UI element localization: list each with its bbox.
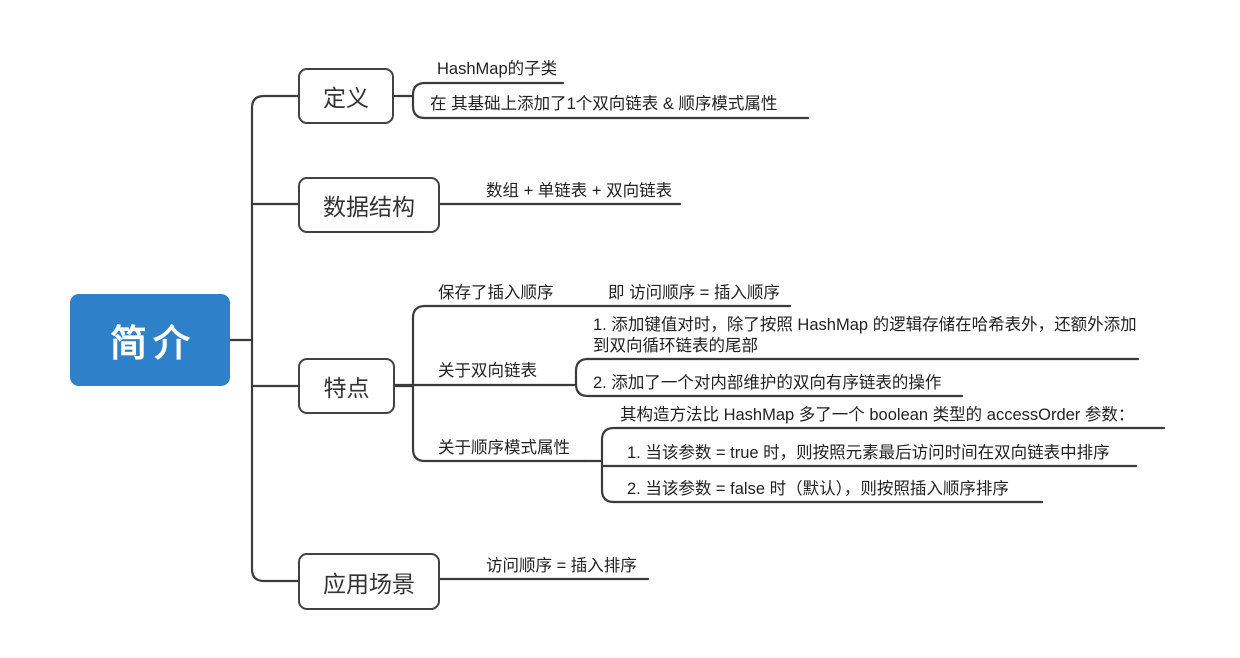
leaf-ordermode-intro[interactable]: 其构造方法比 HashMap 多了一个 boolean 类型的 accessOr…	[620, 406, 1135, 424]
topic-definition[interactable]: 定义	[298, 68, 394, 124]
topic-features[interactable]: 特点	[298, 358, 395, 414]
leaf-dll-item1[interactable]: 1. 添加键值对时，除了按照 HashMap 的逻辑存储在哈希表外，还额外添加到…	[593, 316, 1137, 355]
subtopic-insertion-order[interactable]: 保存了插入顺序	[438, 284, 554, 302]
topic-application[interactable]: 应用场景	[298, 553, 440, 610]
topic-definition-label: 定义	[323, 85, 369, 111]
topic-data-structure[interactable]: 数据结构	[298, 177, 440, 233]
root-topic[interactable]: 简介	[70, 294, 230, 386]
leaf-ordermode-false-case[interactable]: 2. 当该参数 = false 时（默认），则按照插入顺序排序	[627, 480, 1009, 498]
topic-data-structure-label: 数据结构	[323, 194, 415, 220]
subtopic-order-mode[interactable]: 关于顺序模式属性	[438, 439, 570, 457]
subtopic-doubly-linked-list[interactable]: 关于双向链表	[438, 362, 537, 380]
leaf-definition-addition[interactable]: 在 其基础上添加了1个双向链表 & 顺序模式属性	[430, 95, 778, 113]
leaf-hashmap-subclass[interactable]: HashMap的子类	[437, 60, 558, 78]
topic-application-label: 应用场景	[323, 570, 415, 597]
main-spine	[250, 94, 300, 583]
leaf-ordermode-true-case[interactable]: 1. 当该参数 = true 时，则按照元素最后访问时间在双向链表中排序	[627, 444, 1110, 462]
topic-features-label: 特点	[323, 375, 370, 401]
leaf-datastruct-composition[interactable]: 数组 + 单链表 + 双向链表	[486, 182, 673, 200]
leaf-dll-item2[interactable]: 2. 添加了一个对内部维护的双向有序链表的操作	[593, 374, 942, 392]
leaf-insertion-order-note[interactable]: 即 访问顺序 = 插入顺序	[608, 284, 780, 302]
root-topic-label: 简介	[110, 323, 196, 364]
leaf-application-note[interactable]: 访问顺序 = 插入排序	[486, 557, 637, 575]
